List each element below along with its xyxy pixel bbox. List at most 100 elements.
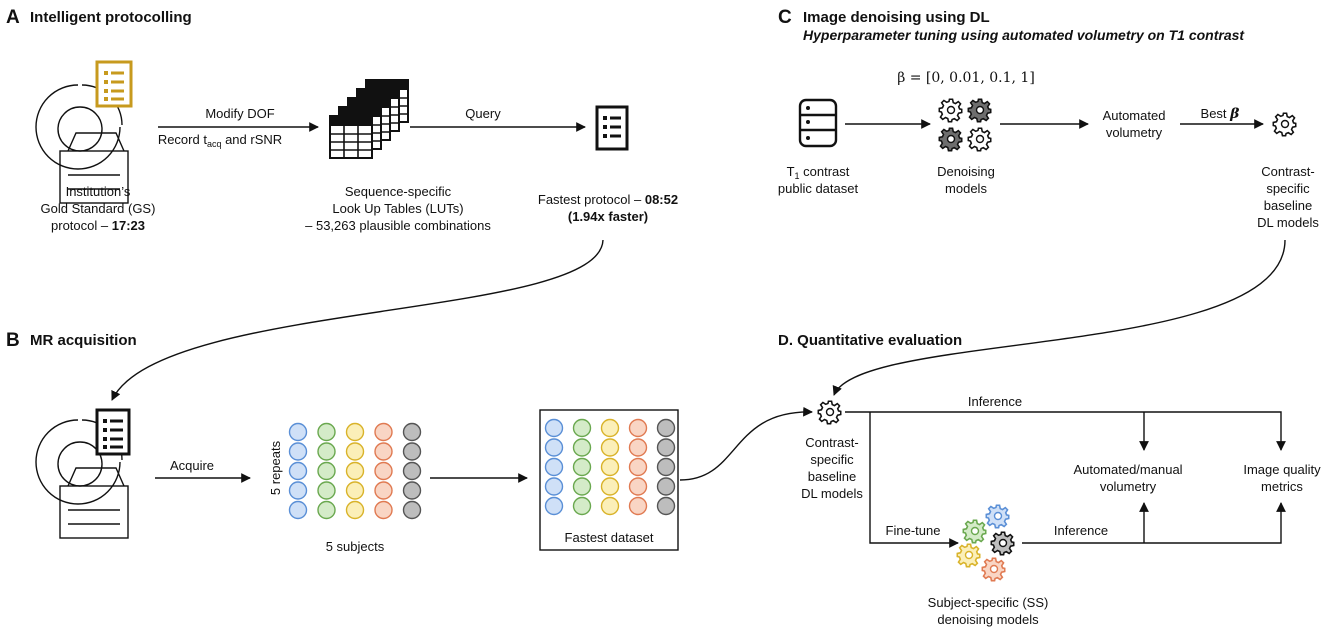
- arrow-inference-bottom: [1022, 502, 1286, 544]
- subject-circle: [402, 500, 422, 520]
- protocol-sheet-icon: [95, 60, 133, 108]
- arrow-inference-top: [845, 411, 1286, 451]
- subject-circle: [600, 496, 620, 516]
- subject-circle: [628, 477, 648, 496]
- baseline-d-line3: baseline: [808, 469, 856, 484]
- subject-circle: [656, 418, 676, 438]
- panel-b-letter: B: [6, 330, 20, 351]
- subject-circle: [600, 457, 620, 477]
- subject-circle: [600, 418, 620, 438]
- panel-a-letter: A: [6, 7, 20, 28]
- mri-scanner-icon: [35, 84, 129, 204]
- dataset-label: Fastest dataset: [565, 530, 654, 545]
- panel-c-subtitle: Hyperparameter tuning using automated vo…: [803, 27, 1245, 43]
- subject-circle: [288, 500, 308, 520]
- subject-circle: [628, 438, 648, 457]
- fastest-line1: Fastest protocol – 08:52: [538, 192, 678, 207]
- best-beta-label: Best β: [1201, 106, 1241, 122]
- protocol-sheet-icon: [595, 105, 629, 151]
- ss-line1: Subject-specific (SS): [928, 595, 1049, 610]
- connector-a-to-b: [111, 239, 604, 401]
- subject-circle: [374, 481, 393, 500]
- gear-cluster-icon: [938, 98, 992, 152]
- subject-circle: [288, 422, 308, 442]
- lut-line2: Look Up Tables (LUTs): [332, 201, 463, 216]
- arrow-fine-tune: [869, 412, 959, 548]
- fine-tune-label: Fine-tune: [886, 523, 941, 538]
- panel-a-title: Intelligent protocolling: [30, 9, 192, 26]
- database-icon: [798, 98, 838, 148]
- volumetry-d-line2: volumetry: [1100, 479, 1157, 494]
- arrow-acquire-label: Acquire: [170, 458, 214, 473]
- subjects-label: 5 subjects: [326, 539, 385, 554]
- gs-line1: Institution’s: [66, 184, 131, 199]
- volumetry-c-line1: Automated: [1103, 108, 1166, 123]
- subject-circle: [656, 457, 676, 477]
- subject-circle: [288, 481, 308, 500]
- baseline-c-line1: Contrast-: [1261, 164, 1314, 179]
- denoising-line2: models: [945, 181, 987, 196]
- lut-line1: Sequence-specific: [345, 184, 452, 199]
- gs-line3: protocol – 17:23: [51, 218, 145, 233]
- arrow-query-label: Query: [465, 106, 501, 121]
- subject-circle: [544, 496, 564, 516]
- subject-circle: [288, 461, 308, 481]
- dataset-circle-grid: [544, 418, 676, 516]
- subject-circle: [317, 500, 336, 520]
- subject-circle: [374, 422, 393, 442]
- subject-circle: [345, 500, 365, 520]
- inference-bottom-label: Inference: [1054, 523, 1108, 538]
- baseline-c-line2: specific: [1266, 181, 1310, 196]
- repeats-label: 5 repeats: [268, 440, 283, 495]
- subject-circle: [572, 477, 592, 496]
- lookup-table-stack-icon: [329, 79, 409, 159]
- denoising-line1: Denoising: [937, 164, 995, 179]
- subject-circle: [402, 442, 422, 461]
- beta-values: β = [0, 0.01, 0.1, 1]: [897, 70, 1035, 86]
- subject-circle: [628, 418, 648, 438]
- panel-d-title: D. Quantitative evaluation: [778, 332, 962, 349]
- subject-circle: [345, 461, 365, 481]
- subject-circle: [572, 457, 592, 477]
- subject-circle: [656, 496, 676, 516]
- subject-circle: [572, 418, 592, 438]
- baseline-c-line3: baseline: [1264, 198, 1312, 213]
- subject-circle: [544, 438, 564, 457]
- subject-circle: [656, 438, 676, 457]
- protocol-sheet-icon: [95, 408, 131, 456]
- arrow-record-label: Record tacq and rSNR: [158, 132, 282, 149]
- subject-circle: [572, 496, 592, 516]
- subject-circle: [600, 477, 620, 496]
- arrow-modify-dof-label: Modify DOF: [205, 106, 274, 121]
- subject-circle: [628, 457, 648, 477]
- volumetry-c-line2: volumetry: [1106, 125, 1163, 140]
- volumetry-d-line1: Automated/manual: [1073, 462, 1182, 477]
- subject-circle: [374, 461, 393, 481]
- panel-c-title: Image denoising using DL: [803, 9, 990, 26]
- subject-circle: [572, 438, 592, 457]
- dataset-c-line1: T1 contrast: [787, 164, 850, 181]
- subjects-circle-grid: [288, 422, 422, 520]
- subject-circle: [402, 422, 422, 442]
- panel-c-letter: C: [778, 7, 792, 28]
- subject-circle: [600, 438, 620, 457]
- subject-circle: [402, 461, 422, 481]
- subject-circle: [628, 496, 648, 516]
- ss-line2: denoising models: [937, 612, 1039, 627]
- subject-circle: [345, 422, 365, 442]
- inference-top-label: Inference: [968, 394, 1022, 409]
- baseline-d-line2: specific: [810, 452, 854, 467]
- baseline-d-line1: Contrast-: [805, 435, 858, 450]
- metrics-line2: metrics: [1261, 479, 1303, 494]
- gs-line2: Gold Standard (GS): [41, 201, 156, 216]
- gear-icon: [1272, 112, 1297, 137]
- subject-circle: [544, 418, 564, 438]
- subject-circle: [317, 461, 336, 481]
- subject-circle: [317, 481, 336, 500]
- gear-icon: [817, 400, 842, 425]
- mri-scanner-icon: [35, 419, 129, 539]
- dataset-c-line2: public dataset: [778, 181, 859, 196]
- subject-circle: [544, 457, 564, 477]
- subject-circle: [544, 477, 564, 496]
